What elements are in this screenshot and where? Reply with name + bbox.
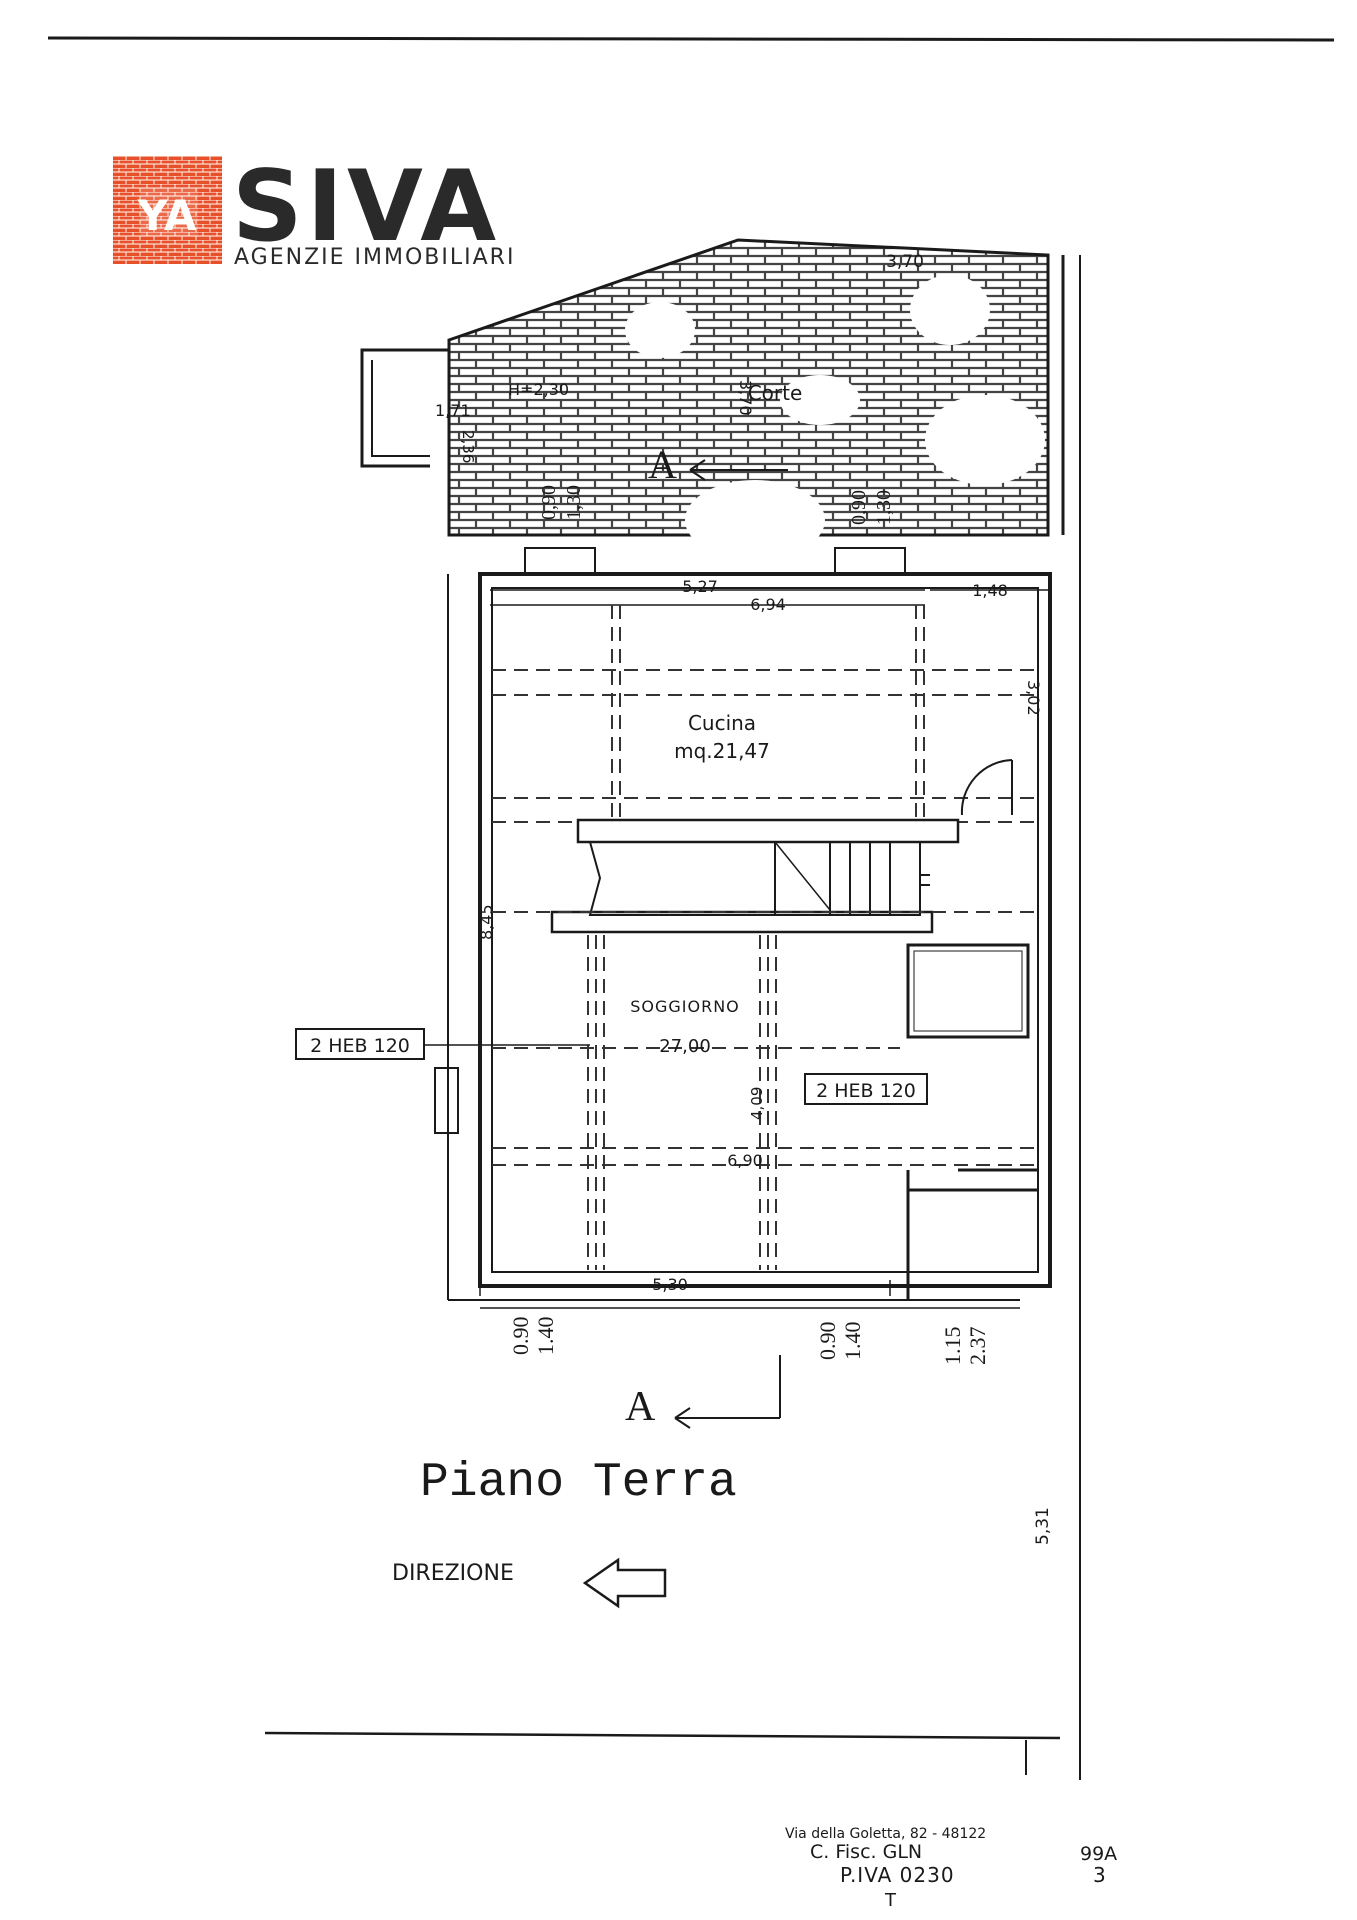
kitchen-name: Cucina [688, 711, 756, 735]
court-dim-inner: 3,70 [736, 380, 755, 416]
beam-label-left: 2 HEB 120 [310, 1035, 410, 1057]
court-dim-door1-a: 0,90 [538, 485, 560, 520]
bottom-dimensions: 5,30 0.90 1.40 0.90 1.40 1.15 2.37 5,31 [479, 1275, 1053, 1545]
floor-title: Piano Terra [420, 1456, 737, 1510]
kitchen-dim-w1: 5,27 [682, 577, 718, 596]
bottom-dim-d3b: 2.37 [965, 1327, 990, 1366]
living-dim-bottom: 5,30 [652, 1275, 688, 1294]
kitchen-dimensions: 5,27 6,94 1,48 3,02 [490, 577, 1048, 716]
bottom-dim-d3a: 1.15 [940, 1327, 965, 1366]
court-dim-left-b: 2,36 [459, 430, 477, 463]
house-outline [434, 572, 1052, 1301]
stamp-line2: C. Fisc. GLN [810, 1841, 922, 1863]
logo-mark [113, 156, 222, 264]
siva-logo: YA SIVA AGENZIE IMMOBILIARI [113, 150, 515, 270]
kitchen-beams [492, 605, 1038, 823]
bottom-dim-d2b: 1.40 [840, 1322, 865, 1361]
living-dim-depth: 8,45 [477, 904, 496, 940]
direction-arrow-icon [582, 1557, 667, 1609]
living-name: SOGGIORNO [630, 997, 740, 1016]
section-marker-bottom: A [625, 1355, 781, 1430]
living-dim-h: 4,09 [748, 1087, 766, 1120]
court-dim-door2-a: 0,90 [848, 490, 870, 525]
section-marker-bottom-label: A [625, 1384, 656, 1430]
courtyard: Corte H=2,30 3,70 3,70 1,71 2,36 0,90 1,… [360, 238, 1081, 1780]
bottom-dim-side: 5,31 [1033, 1507, 1053, 1545]
service-room [906, 1168, 1038, 1300]
court-label: Corte [748, 381, 803, 405]
stamp-line3b: 3 [1093, 1863, 1106, 1887]
kitchen-dim-w2: 6,94 [750, 595, 786, 614]
staircase [550, 818, 960, 934]
bottom-dim-d1a: 0.90 [508, 1317, 533, 1356]
stamp-line1: Via della Goletta, 82 - 48122 [785, 1826, 986, 1842]
cabinet [906, 943, 1030, 1039]
top-rule [47, 36, 1335, 42]
agency-stamp: Via della Goletta, 82 - 48122 C. Fisc. G… [785, 1826, 1117, 1911]
kitchen-area: mq.21,47 [674, 739, 770, 763]
living-dim-w: 6,90 [727, 1151, 763, 1170]
logo-wordmark: SIVA [232, 150, 500, 264]
logo-tagline: AGENZIE IMMOBILIARI [234, 245, 515, 270]
section-marker-top: A [648, 442, 677, 487]
bottom-dim-d1b: 1.40 [533, 1317, 558, 1356]
court-dim-left-a: 1,71 [435, 401, 471, 420]
logo-monogram: YA [137, 191, 197, 240]
living-area: 27,00 [659, 1036, 711, 1057]
stamp-line2b: 99A [1080, 1843, 1117, 1865]
court-dim-top: 3,70 [886, 252, 924, 272]
court-dim-door1-b: 1,30 [563, 485, 585, 520]
beam-callout-left: 2 HEB 120 [295, 1028, 590, 1060]
kitchen-dim-h: 3,02 [1024, 680, 1043, 716]
court-height: H=2,30 [508, 380, 569, 399]
stamp-line4: T [884, 1890, 897, 1911]
kitchen-door-swing [960, 759, 1013, 816]
kitchen-dim-w3: 1,48 [972, 581, 1008, 600]
court-dim-door2-b: 1,30 [873, 490, 895, 525]
beam-callout-right: 2 HEB 120 [804, 1073, 928, 1105]
direction-label: DIREZIONE [392, 1561, 514, 1586]
stamp-line3: P.IVA 0230 [840, 1863, 955, 1887]
living-beams [492, 911, 1038, 1270]
beam-label-right: 2 HEB 120 [816, 1080, 916, 1102]
bottom-dim-d2a: 0.90 [815, 1322, 840, 1361]
lot-line [264, 1731, 1061, 1740]
